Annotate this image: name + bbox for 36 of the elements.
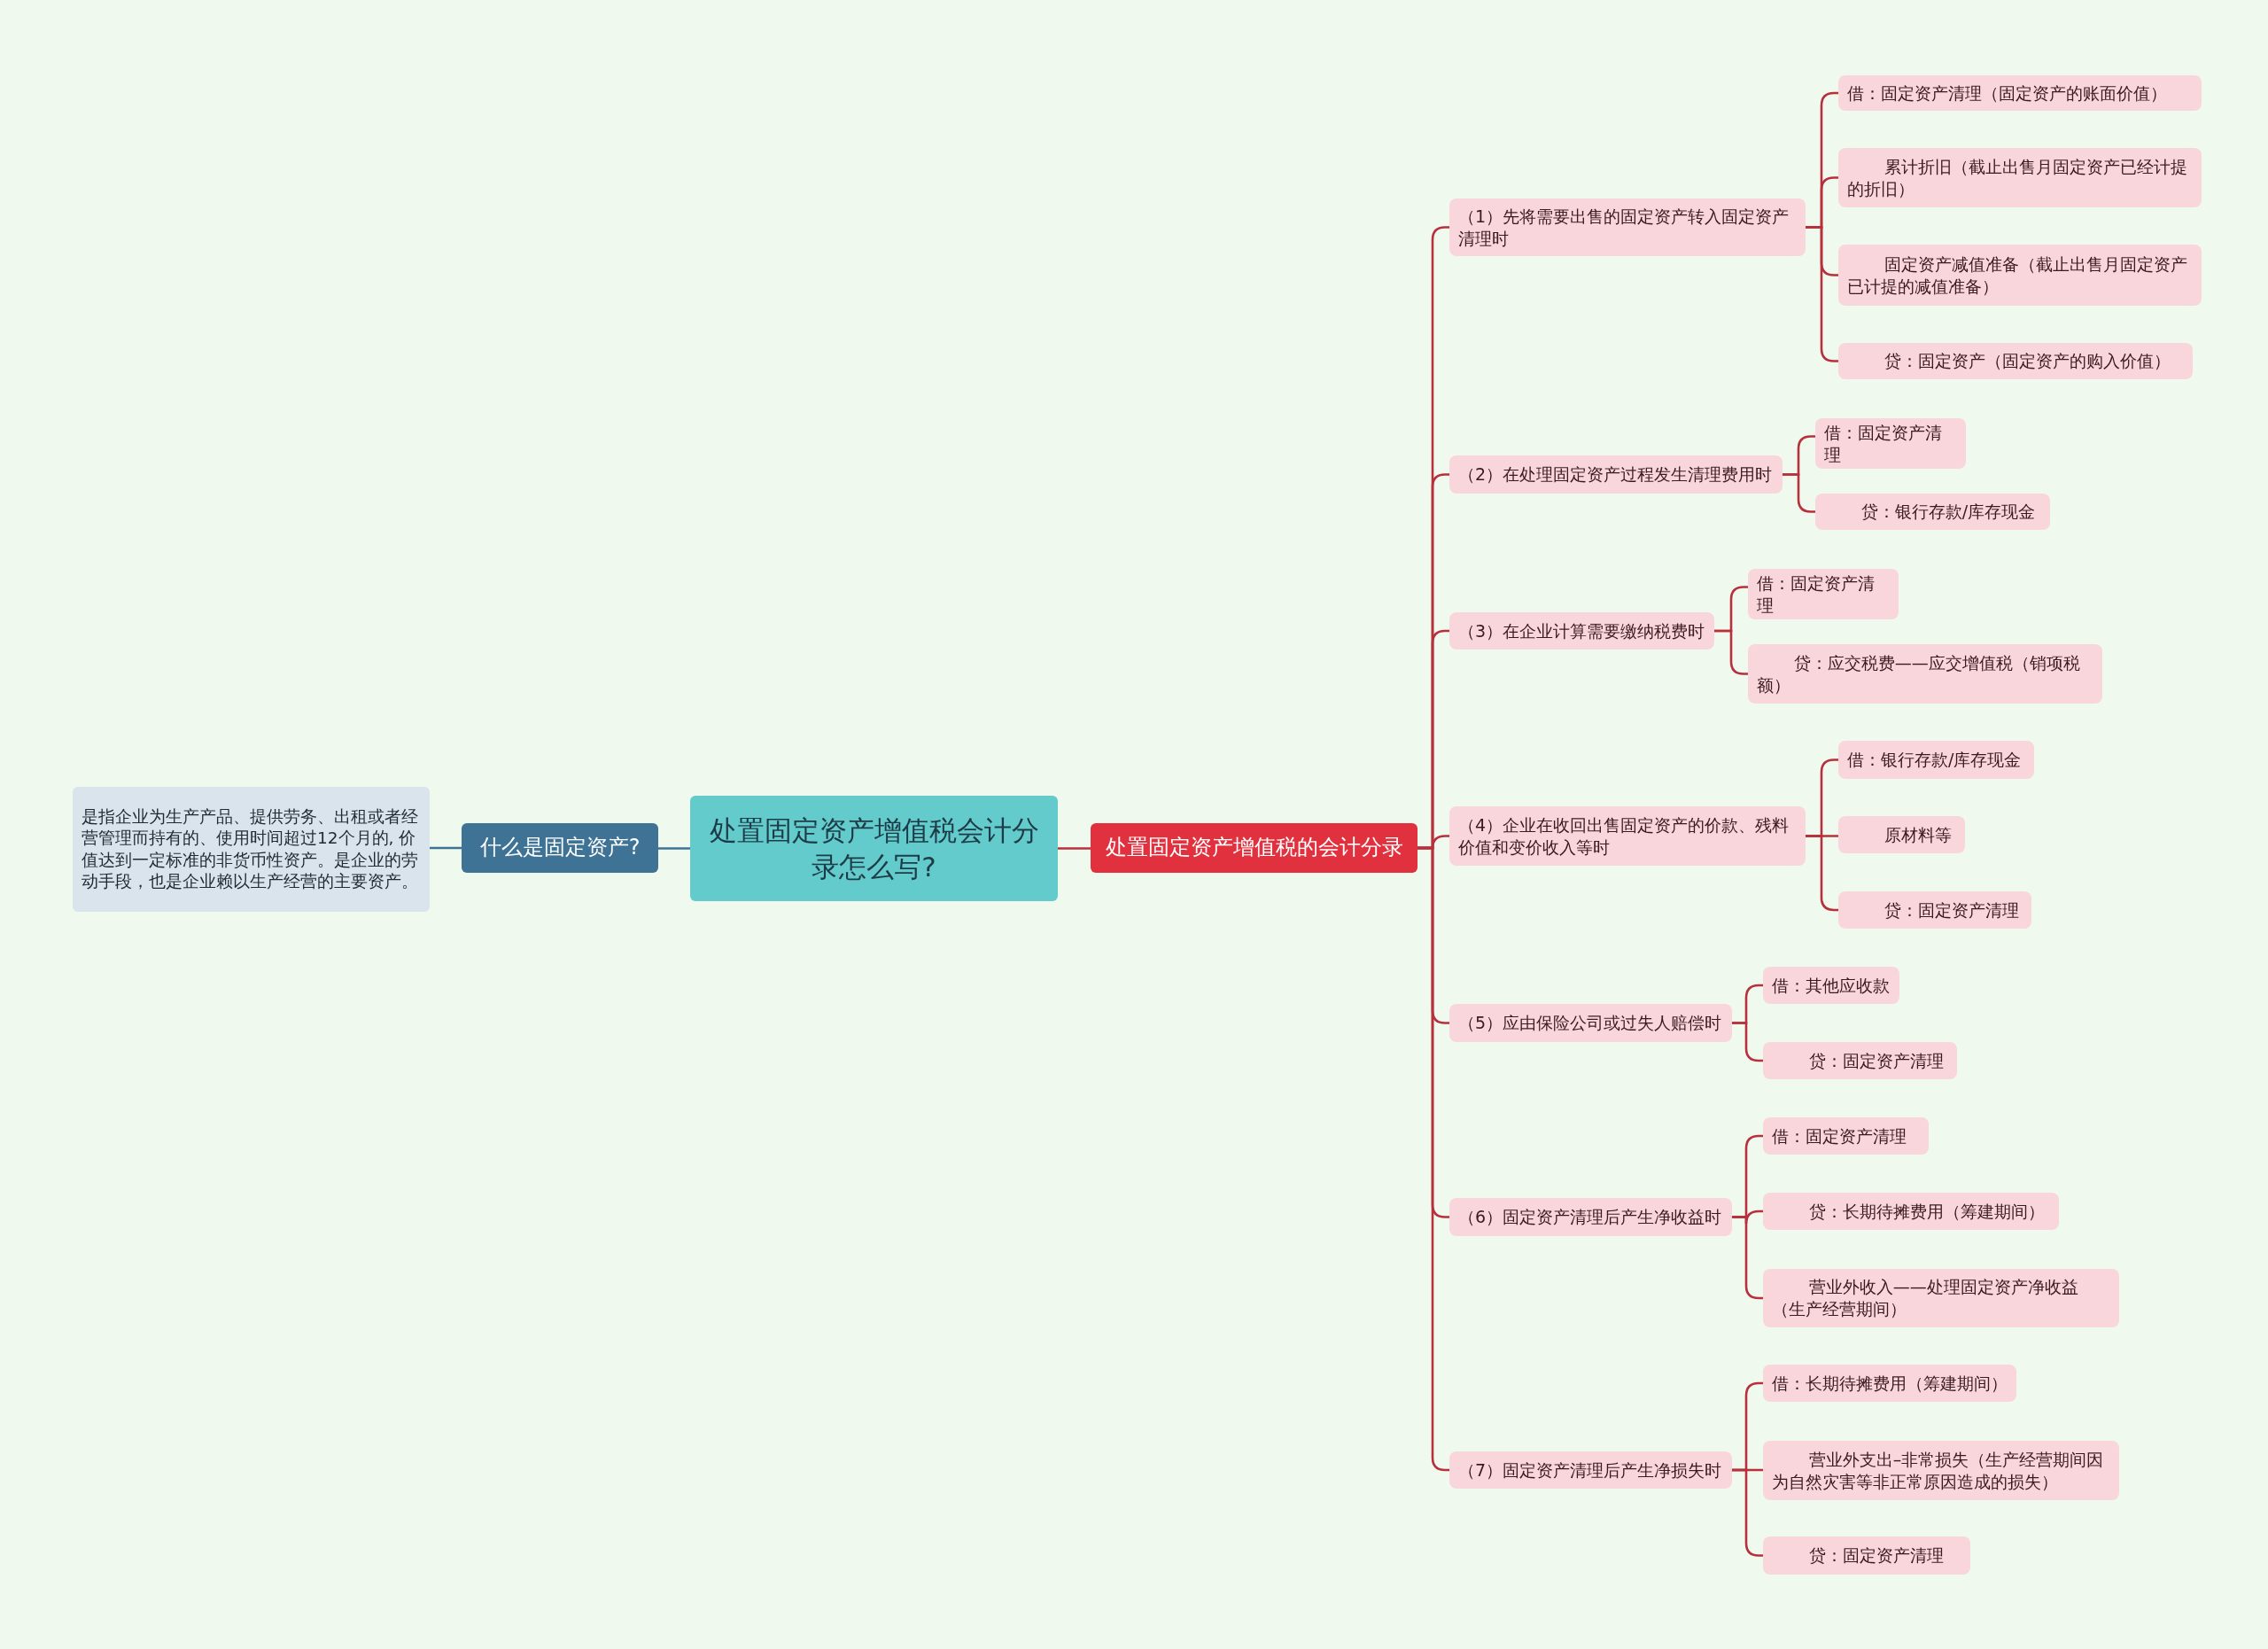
entry-box: 营业外支出–非常损失（生产经营期间因为自然灾害等非正常原因造成的损失） [1763, 1441, 2119, 1500]
entry-box: 借：固定资产清理（固定资产的账面价值） [1838, 75, 2202, 111]
entry-box: 原材料等 [1838, 816, 1965, 853]
subtopic-box: （3）在企业计算需要缴纳税费时 [1449, 612, 1714, 649]
connector-line [1058, 847, 1091, 850]
connector-line [658, 847, 690, 850]
entry-box: 借：固定资产清理 [1763, 1117, 1929, 1155]
entry-box: 贷：固定资产（固定资产的购入价值） [1838, 343, 2193, 379]
entry-box: 贷：银行存款/库存现金 [1815, 494, 2050, 530]
subtopic-box: （6）固定资产清理后产生净收益时 [1449, 1198, 1732, 1236]
entry-box: 贷：应交税费——应交增值税（销项税额） [1748, 644, 2102, 704]
central-topic: 处置固定资产增值税会计分录怎么写? [690, 796, 1058, 901]
connector-line [430, 846, 462, 850]
entry-box: 借：固定资产清理 [1815, 418, 1966, 470]
entry-box: 固定资产减值准备（截止出售月固定资产已计提的减值准备） [1838, 245, 2202, 306]
subtopic-box: （5）应由保险公司或过失人赔偿时 [1449, 1004, 1732, 1042]
entry-box: 贷：固定资产清理 [1838, 891, 2031, 929]
entry-box: 营业外收入——处理固定资产净收益（生产经营期间） [1763, 1269, 2119, 1327]
subtopic-box: （4）企业在收回出售固定资产的价款、残料价值和变价收入等时 [1449, 806, 1806, 866]
entry-box: 累计折旧（截止出售月固定资产已经计提的折旧） [1838, 148, 2202, 207]
subtopic-box: （1）先将需要出售的固定资产转入固定资产清理时 [1449, 198, 1806, 256]
note-box: 是指企业为生产产品、提供劳务、出租或者经营管理而持有的、使用时间超过12个月的, 价值达到一定标准的非货币性资产。是企业的劳动手段，也是企业赖以生产经营的主要资产。 [73, 787, 430, 912]
entry-box: 借：长期待摊费用（筹建期间） [1763, 1365, 2016, 1402]
topic-box: 处置固定资产增值税的会计分录 [1091, 823, 1418, 873]
connector-line [1783, 473, 1815, 513]
entry-box: 借：其他应收款 [1763, 967, 1899, 1004]
entry-box: 贷：固定资产清理 [1763, 1042, 1957, 1079]
entry-box: 借：固定资产清理 [1748, 569, 1899, 620]
subtopic-box: （2）在处理固定资产过程发生清理费用时 [1449, 455, 1783, 494]
entry-box: 借：银行存款/库存现金 [1838, 741, 2034, 779]
subtopic-box: （7）固定资产清理后产生净损失时 [1449, 1451, 1732, 1489]
entry-box: 贷：长期待摊费用（筹建期间） [1763, 1193, 2059, 1230]
entry-box: 贷：固定资产清理 [1763, 1536, 1970, 1575]
connector-line [1732, 1022, 1763, 1062]
topic-box: 什么是固定资产? [462, 823, 658, 873]
connector-line [1714, 629, 1748, 675]
